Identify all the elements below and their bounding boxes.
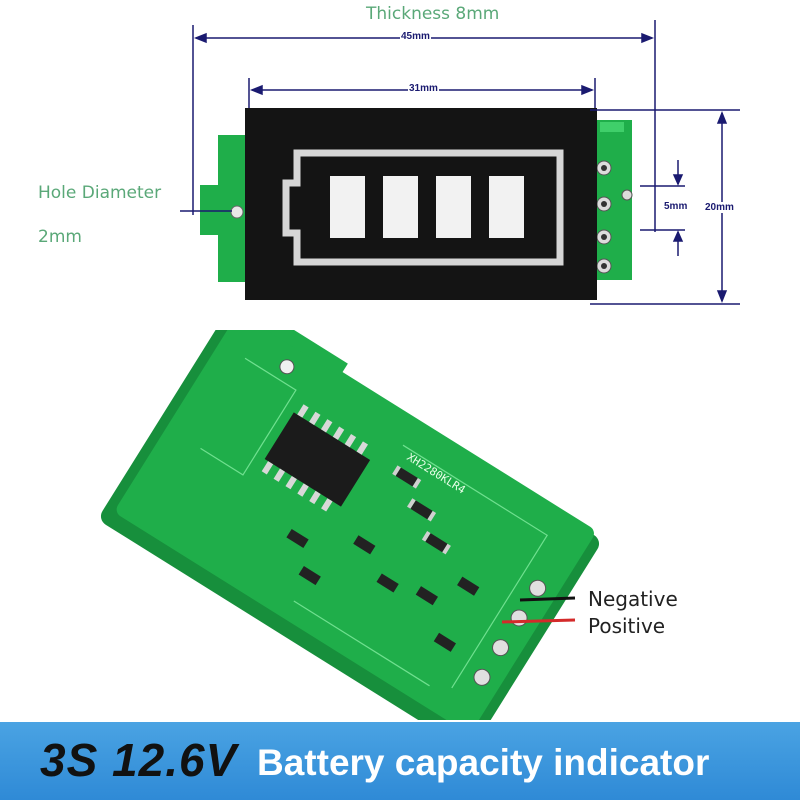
positive-label: Positive: [588, 614, 666, 638]
banner-description: Battery capacity indicator: [257, 742, 710, 783]
segment-3: [436, 176, 471, 238]
dim-display-length: 31mm: [408, 83, 439, 94]
hole-diameter-label: Hole Diameter: [38, 183, 162, 203]
mounting-hole: [230, 205, 244, 219]
negative-wire: [519, 596, 576, 602]
negative-label: Negative: [588, 587, 678, 611]
lcd-display: [245, 108, 597, 300]
title-banner: [0, 722, 800, 800]
positive-wire: [501, 618, 576, 624]
thickness-label: Thickness 8mm: [366, 4, 500, 24]
dim-height: 20mm: [704, 202, 735, 213]
top-view-diagram: [180, 20, 740, 305]
pcb-back-view: XH2280KLR4: [100, 330, 600, 720]
segment-1: [330, 176, 365, 238]
pcb-left-tab: [200, 135, 248, 282]
hole-diameter-value: 2mm: [38, 227, 82, 247]
battery-outline-icon: [282, 149, 564, 266]
banner-model-text: 3S 12.6V: [40, 734, 238, 786]
dim-total-length: 45mm: [400, 31, 431, 42]
segment-2: [383, 176, 418, 238]
dim-pad-pitch: 5mm: [663, 201, 689, 212]
segment-4: [489, 176, 524, 238]
